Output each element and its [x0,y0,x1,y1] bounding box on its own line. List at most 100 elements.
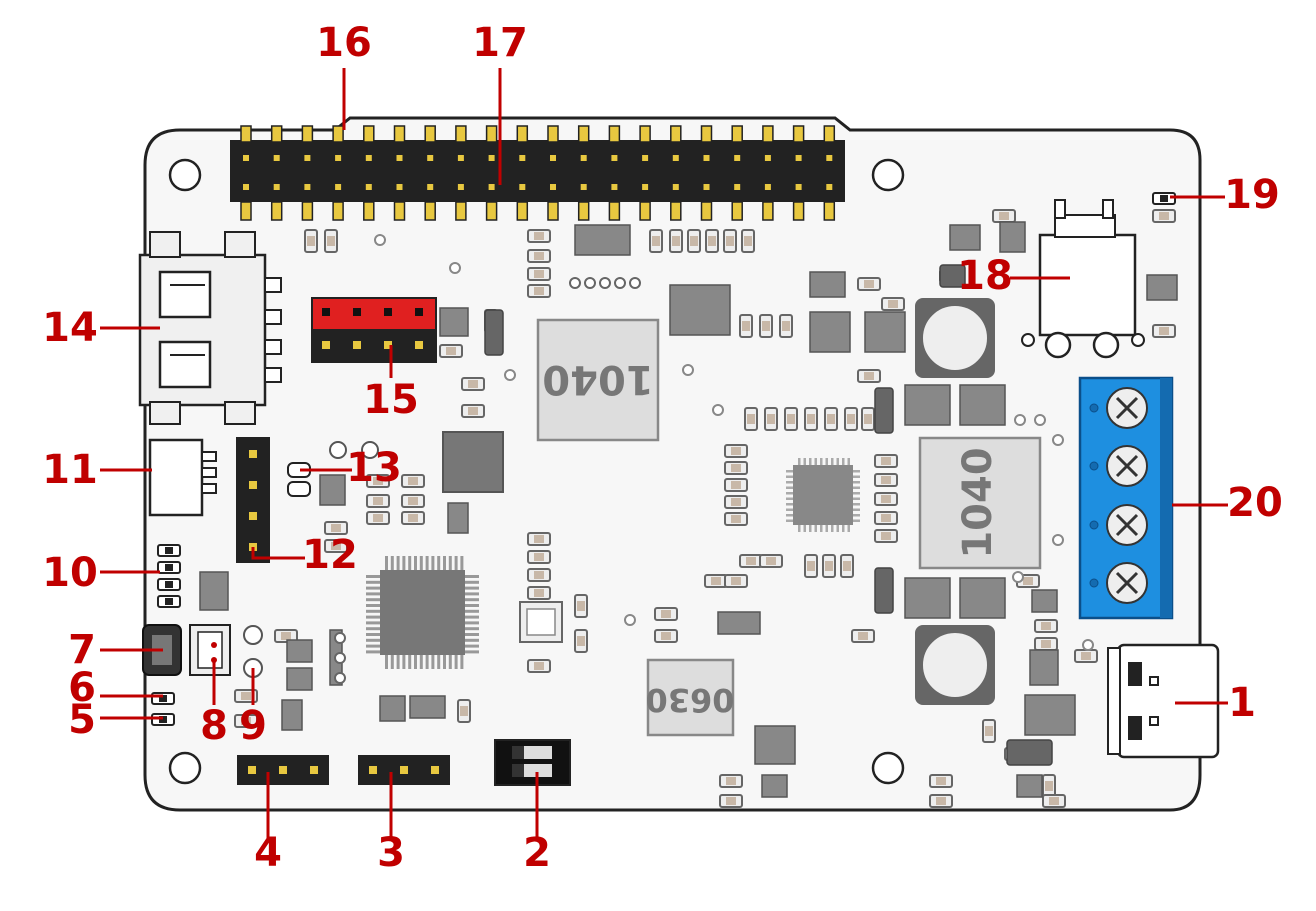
mcu-lead [465,592,479,596]
led-center [165,581,173,588]
terminal-screw-slot [1115,513,1139,537]
smd-resistor-body [1045,781,1053,791]
callout-17: 17 [472,20,528,66]
callout-11: 11 [42,447,98,493]
gpio-pin-hole [826,184,833,190]
qfn-lead [798,525,801,532]
via [1082,639,1094,651]
mcu-lead [454,556,458,570]
callout-labels: 1 2 3 4 5 6 7 8 9 10 11 12 13 14 15 16 1… [42,20,1283,876]
smd-resistor-body [1159,327,1169,335]
smd-resistor-body [327,236,335,246]
header-4pin-vertical [236,437,270,563]
gpio-pin [455,125,467,143]
callout-15: 15 [363,377,419,423]
smd-resistor-body [766,557,776,565]
gpio-pin-hole [427,184,434,190]
smd-resistor-body [468,380,478,388]
smd-ic [809,271,846,298]
usb-c-port [1107,643,1220,759]
terminal-screw-slot [1115,396,1139,420]
smd-resistor-body [881,514,891,522]
gpio-pin-hole [273,155,280,161]
smd-resistor-body [787,414,795,424]
buzzer [442,431,504,493]
led-center [1160,195,1168,202]
led-center [159,695,167,702]
gpio-pin-hole [488,184,495,190]
smd-resistor-body [731,447,741,455]
mcu-lead [465,627,479,631]
gpio-pin-hole [273,184,280,190]
mcu-lead [419,556,423,570]
smd-ic [319,474,346,506]
smd-resistor-body [408,514,418,522]
smd-ic [949,224,981,251]
mcu-lead [385,655,388,669]
header-3pin-left [237,755,329,785]
qfn-body [793,465,853,525]
smd-ic [1031,589,1058,613]
gpio-pin [301,201,314,221]
smd-ic [669,284,731,336]
mounting-hole [871,158,905,192]
smd-ic [286,667,313,691]
smd-resistor-body [241,692,251,700]
gpio-pin [363,201,375,221]
gpio-pin [547,201,559,221]
smd-resistor-body [847,414,855,424]
smd-resistor-body [731,464,741,472]
gpio-pin [363,125,375,143]
mcu-lead [448,655,452,669]
smd-tall-part [484,309,504,356]
gpio-pin-hole [580,155,587,161]
gpio-pin-hole [642,184,649,190]
smd-ic [999,221,1026,253]
smd-ic [286,639,313,663]
smd-resistor-body [726,777,736,785]
pad [584,277,596,289]
smd-resistor-body [373,497,383,505]
smd-resistor-body [661,610,671,618]
qfn-lead [853,492,860,495]
qfn-lead [853,481,860,484]
smd-resistor-body [731,577,741,585]
via [504,369,516,381]
qfn-lead [853,486,860,489]
inductor-1-marking: 1040 [542,356,653,402]
smd-ic [904,384,951,426]
mcu-lead [366,575,380,578]
smd-resistor-body [767,414,775,424]
gpio-pin [731,201,743,221]
smd-resistor-body [746,557,756,565]
qfn-lead [842,525,845,532]
via [1052,534,1064,546]
gpio-pin-hole [826,155,833,161]
mcu-lead [390,556,394,570]
smd-resistor-body [1049,797,1059,805]
smd-resistor-body [446,347,456,355]
callout-10: 10 [42,550,98,596]
smd-ic [864,311,906,353]
smd-resistor-body [652,236,660,246]
gpio-pin [608,125,621,143]
gpio-pin-hole [519,155,526,161]
via [624,614,636,626]
smd-ic [199,571,229,611]
qfn-lead [831,458,834,465]
pad [334,632,346,644]
smd-ic [1146,274,1178,301]
smd-tall-part [1006,739,1053,766]
smd-ic [959,577,1006,619]
mcu-lead [465,598,479,602]
smd-resistor-body [825,561,833,571]
mcu-lead [465,644,479,648]
callout-12: 12 [302,532,358,578]
qfn-lead [825,458,828,465]
gpio-pin-hole [703,184,710,190]
qfn-lead [786,503,793,506]
smd-resistor-body [373,514,383,522]
gpio-pin-hole [519,184,526,190]
smd-resistor-body [726,236,734,246]
via [1034,414,1046,426]
